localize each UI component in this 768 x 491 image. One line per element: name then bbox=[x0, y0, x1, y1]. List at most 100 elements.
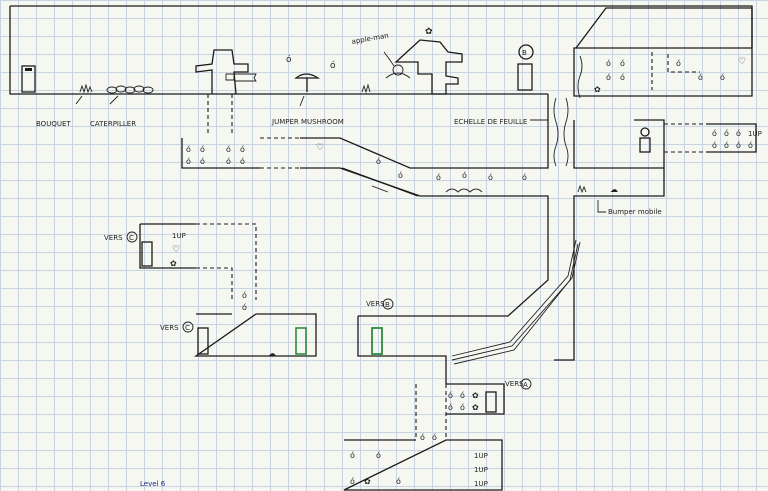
right-apple-3: ό bbox=[736, 128, 741, 138]
final-apple-1: ό bbox=[350, 450, 355, 460]
bumper-grass bbox=[577, 184, 587, 194]
vine-1 bbox=[577, 55, 583, 99]
house-apple-5: ό bbox=[676, 58, 681, 68]
right-apple-4: ό bbox=[712, 140, 717, 150]
circle-c1 bbox=[126, 231, 138, 243]
bouquet-grass bbox=[79, 83, 93, 94]
label-vers-a: VERS bbox=[505, 380, 524, 388]
room-c-mid-pipe: ☁ bbox=[268, 349, 276, 358]
final-apple-4: ό bbox=[396, 476, 401, 486]
house-zone: ό ό ό ό ✿ ό ό ό ♡ bbox=[573, 7, 753, 99]
room-c-left-door bbox=[141, 241, 153, 267]
room-a-walls bbox=[446, 383, 505, 415]
bouquet-arrow bbox=[75, 95, 83, 105]
house-outline bbox=[573, 7, 753, 97]
right-bonus-room bbox=[706, 123, 757, 153]
room-a-flower-2: ✿ bbox=[472, 403, 479, 412]
mid-apple-11: ό bbox=[436, 172, 441, 182]
room-c-left-dash bbox=[196, 223, 257, 300]
circle-b bbox=[382, 298, 394, 310]
final-1up-2: 1UP bbox=[474, 466, 488, 474]
jumper-mushroom bbox=[294, 73, 321, 92]
bumper-mobile: ☁ bbox=[610, 185, 618, 194]
house-apple-2: ό bbox=[620, 58, 625, 68]
room-a-apple-4: ό bbox=[460, 402, 465, 412]
final-apple-2: ό bbox=[376, 450, 381, 460]
apple-floating-2: ό bbox=[330, 60, 336, 71]
right-room: ό ό ό ό ό ό ό 1UP ☁ Bumper mobile bbox=[554, 119, 762, 361]
mid-apple-3: ό bbox=[186, 156, 191, 166]
mid-apple-6: ό bbox=[240, 144, 245, 154]
label-caterpillar: CATERPILLER bbox=[90, 120, 136, 128]
right-door bbox=[639, 137, 651, 153]
room-c-left-heart: ♡ bbox=[172, 245, 180, 255]
label-echelle: ECHELLE DE FEUILLE bbox=[454, 118, 527, 126]
apple-man-arrow bbox=[383, 51, 395, 67]
room-b-walls bbox=[357, 315, 447, 384]
sky-border bbox=[10, 5, 753, 48]
room-a-apple-3: ό bbox=[448, 402, 453, 412]
final-flower: ✿ bbox=[364, 477, 371, 486]
label-vers-c-mid: VERS bbox=[160, 324, 179, 332]
start-door bbox=[21, 65, 36, 93]
house-apple-6: ό bbox=[698, 72, 703, 82]
label-jumper-mushroom: JUMPER MUSHROOM bbox=[271, 118, 344, 126]
door-b-letter: B bbox=[522, 49, 527, 57]
caterpillar-enemy bbox=[106, 85, 154, 94]
room-a: ό ό ✿ ό ό ✿ VERS A bbox=[415, 378, 532, 440]
start-door-sign bbox=[25, 68, 32, 71]
room-b: VERS B bbox=[357, 298, 447, 384]
mid-apple-8: ό bbox=[240, 156, 245, 166]
right-apple-6: ό bbox=[736, 140, 741, 150]
final-apple-top-1: ό bbox=[420, 432, 425, 442]
vine-slide bbox=[451, 239, 581, 365]
right-door-knob bbox=[640, 127, 650, 137]
label-apple-man: apple-man bbox=[351, 32, 389, 46]
letter-a: A bbox=[523, 381, 528, 389]
label-vers-b: VERS bbox=[366, 300, 385, 308]
right-shaft bbox=[554, 119, 665, 361]
mid-apple-2: ό bbox=[200, 144, 205, 154]
door-b bbox=[517, 44, 534, 91]
final-apple-3: ό bbox=[350, 476, 355, 486]
house-inner bbox=[651, 52, 700, 90]
room-c-left-apple-1: ό bbox=[242, 290, 247, 300]
right-apple-2: ό bbox=[724, 128, 729, 138]
letter-c1: C bbox=[129, 234, 134, 242]
house-apple-3: ό bbox=[606, 72, 611, 82]
room-c-mid-walls bbox=[193, 313, 317, 357]
mid-apple-1: ό bbox=[186, 144, 191, 154]
apple-man-tree bbox=[385, 39, 463, 95]
tree-1 bbox=[195, 49, 257, 95]
mid-shaft bbox=[207, 94, 233, 134]
right-1up: 1UP bbox=[748, 130, 762, 138]
caterpillar-arrow bbox=[109, 95, 119, 105]
grass-tuft bbox=[361, 83, 371, 94]
house-apple-7: ό bbox=[720, 72, 725, 82]
room-c-left-1up: 1UP bbox=[172, 232, 186, 240]
label-vers-c-left: VERS bbox=[104, 234, 123, 242]
letter-b: B bbox=[385, 301, 390, 309]
right-apple-1: ό bbox=[712, 128, 717, 138]
mid-apple-9: ό bbox=[376, 156, 381, 166]
mid-apple-5: ό bbox=[226, 144, 231, 154]
mid-apple-12: ό bbox=[462, 170, 467, 180]
room-b-green-door bbox=[371, 327, 383, 355]
final-room: ό ό ό ό ό ✿ ό 1UP 1UP 1UP bbox=[343, 432, 503, 491]
mid-dash-link bbox=[260, 137, 300, 169]
rock-pile bbox=[445, 188, 483, 193]
room-a-shaft bbox=[415, 384, 447, 440]
house-flower: ✿ bbox=[594, 85, 601, 94]
mid-apple-13: ό bbox=[488, 172, 493, 182]
room-a-door bbox=[485, 391, 497, 413]
level-label: Level 6 bbox=[140, 480, 166, 488]
mid-corridor: ό ό ό ό ό ό ό ό ♡ ό ό ό ό ό ό bbox=[181, 94, 549, 317]
final-room-walls bbox=[343, 439, 503, 491]
leaf-ladder: ECHELLE DE FEUILLE bbox=[454, 97, 569, 167]
mushroom-arrow bbox=[299, 95, 305, 107]
surface-ground bbox=[9, 6, 548, 95]
room-c-mid-door bbox=[197, 327, 209, 355]
mid-apple-14: ό bbox=[522, 172, 527, 182]
room-c-left-apple-2: ό bbox=[242, 302, 247, 312]
